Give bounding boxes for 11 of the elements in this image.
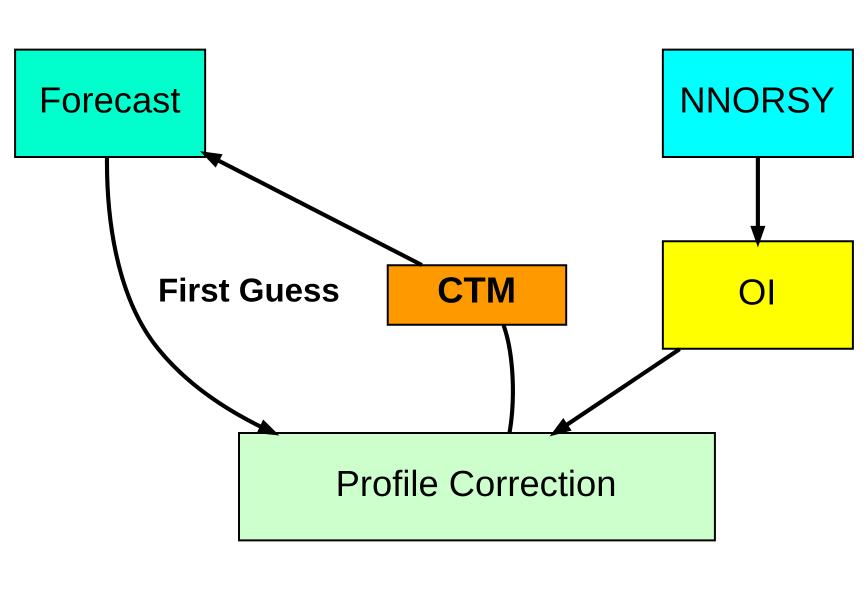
connector: [502, 324, 515, 433]
node-box: CTM: [386, 264, 568, 326]
node-box: OI: [662, 240, 854, 350]
arrow: [550, 347, 681, 436]
arrow: [200, 151, 423, 267]
node-box: NNORSY: [662, 48, 854, 158]
node-box: Profile Correction: [238, 432, 716, 542]
arrow: [104, 157, 280, 436]
arrow: [750, 157, 766, 248]
edge-label: First Guess: [158, 272, 340, 310]
node-box: Forecast: [14, 48, 206, 158]
